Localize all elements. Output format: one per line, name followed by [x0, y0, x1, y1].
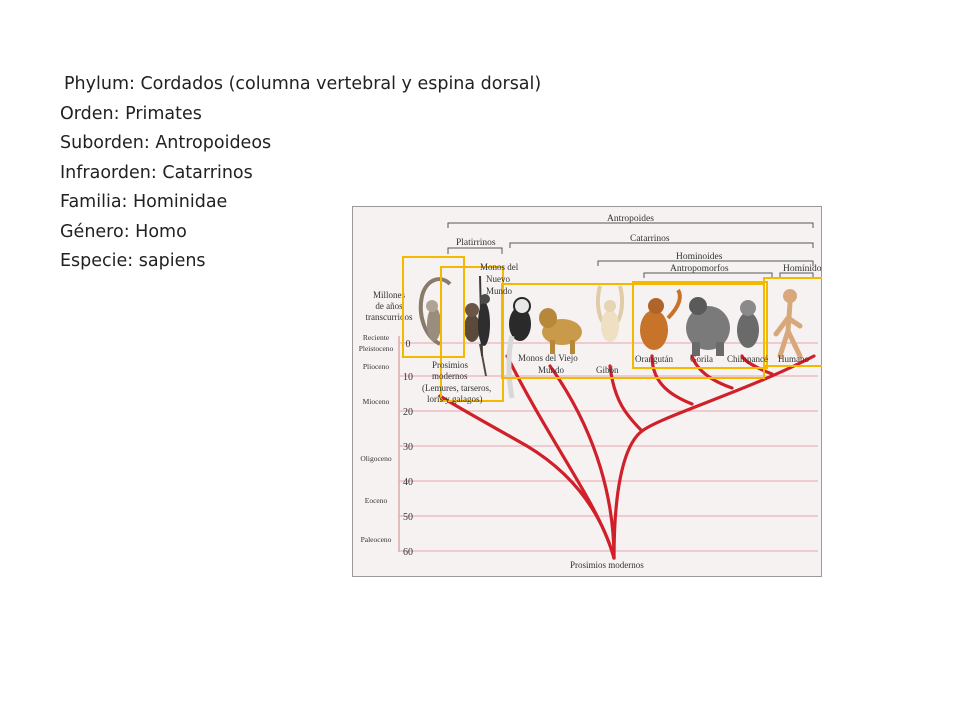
axis-title: Millones de años transcurridos — [366, 290, 413, 322]
time-gridlines — [399, 342, 818, 552]
axis-title-line-2: de años — [375, 301, 403, 311]
bracket-labels: Antropoides Platirrinos Catarrinos Homin… — [456, 214, 822, 274]
bracket-hominido — [779, 272, 814, 278]
axis-tick-10: 10 — [403, 372, 413, 383]
label-monos-nuevo-line-3: Mundo — [486, 286, 513, 296]
branch-chimpance — [740, 354, 774, 376]
highlight-box-1 — [402, 256, 465, 358]
phylogeny-branches — [438, 354, 816, 560]
epoch-oligoceno: Oligoceno — [360, 454, 391, 463]
highlight-boxes — [402, 256, 822, 402]
epoch-reciente: Reciente — [363, 333, 390, 342]
bracket-label-catarrinos: Catarrinos — [630, 234, 670, 244]
group-labels: Monos del Nuevo Mundo Prosimios modernos… — [422, 262, 809, 570]
human-icon — [773, 289, 803, 359]
bracket-antropomorfos — [643, 272, 773, 278]
label-monos-nuevo-line-2: Nuevo — [486, 274, 510, 284]
taxonomy-infraorder: Infraorden: Catarrinos — [60, 162, 253, 183]
label-monos-viejo-line-1: Monos del Viejo — [518, 353, 578, 363]
label-gorila: Gorila — [690, 354, 713, 364]
epoch-pleistoceno: Pleistoceno — [359, 344, 394, 353]
label-prosimios-line-4: loris y galagos) — [427, 394, 483, 404]
figure-panel — [352, 206, 822, 577]
bracket-catarrinos — [509, 242, 814, 248]
classification-brackets — [447, 222, 814, 278]
new-world-monkey-icon — [478, 275, 490, 357]
taxonomy-genus: Género: Homo — [60, 221, 187, 242]
axis-title-line-1: Millones — [373, 290, 405, 300]
branch-gibon — [608, 364, 644, 433]
label-humano: Humano — [778, 354, 809, 364]
branch-monos-nuevo-mundo — [505, 354, 616, 560]
orangutan-icon — [640, 288, 682, 350]
bracket-label-platirrinos: Platirrinos — [456, 238, 496, 248]
phylogeny-svg: 0 10 20 30 40 50 60 Millones de años tra… — [352, 206, 822, 577]
axis-tick-40: 40 — [403, 477, 413, 488]
branch-gorila — [690, 354, 734, 390]
taxonomy-list: Phylum: Cordados (columna vertebral y es… — [60, 70, 541, 277]
label-prosimios-line-1: Prosimios — [432, 360, 469, 370]
epoch-mioceno: Mioceno — [363, 397, 390, 406]
label-orangutan: Orangután — [635, 354, 673, 364]
epoch-labels: Reciente Pleistoceno Plioceno Mioceno Ol… — [359, 333, 394, 544]
highlight-box-5 — [763, 277, 822, 367]
axis-tick-30: 30 — [403, 442, 413, 453]
label-monos-viejo-line-2: Mundo — [538, 365, 565, 375]
bracket-label-antropomorfos: Antropomorfos — [670, 263, 729, 274]
label-gibon: Gibón — [596, 365, 619, 375]
bracket-label-hominoides: Hominoides — [676, 252, 723, 262]
label-prosimios-line-2: modernos — [432, 371, 468, 381]
bracket-label-antropoides: Antropoides — [607, 214, 654, 224]
axis-tick-50: 50 — [403, 512, 413, 523]
label-prosimios-line-3: (Lemures, tarseros, — [422, 383, 491, 393]
taxonomy-order: Orden: Primates — [60, 103, 202, 124]
gorilla-icon — [686, 297, 730, 356]
branch-orangutan — [650, 354, 694, 406]
taxonomy-family: Familia: Hominidae — [60, 192, 228, 212]
bracket-platirrinos — [447, 247, 503, 254]
bracket-antropoides — [447, 222, 814, 228]
axis-tick-20: 20 — [403, 407, 413, 418]
axis-tick-0: 0 — [406, 339, 411, 350]
taxonomy-suborder: Suborden: Antropoideos — [60, 133, 272, 153]
primate-phylogeny-figure: 0 10 20 30 40 50 60 Millones de años tra… — [352, 206, 822, 577]
taxonomy-phylum: Phylum: Cordados (columna vertebral y es… — [64, 74, 542, 94]
taxonomy-species: Especie: sapiens — [60, 251, 206, 271]
gibbon-icon — [595, 285, 625, 342]
bracket-hominoides — [597, 260, 814, 266]
epoch-paleoceno: Paleoceno — [361, 535, 392, 544]
baboon-icon — [539, 308, 582, 354]
bracket-label-hominido: Homínido — [783, 264, 822, 274]
label-chimpance: Chimpancé — [727, 354, 768, 364]
axis-tick-60: 60 — [403, 547, 413, 558]
axis-title-line-3: transcurridos — [366, 312, 413, 322]
epoch-plioceno: Plioceno — [363, 362, 389, 371]
chimpanzee-icon — [737, 300, 759, 348]
axis-tick-labels: 0 10 20 30 40 50 60 — [403, 339, 413, 558]
epoch-eoceno: Eoceno — [365, 496, 388, 505]
label-monos-nuevo-line-1: Monos del — [480, 262, 519, 272]
colobus-icon — [506, 297, 531, 399]
label-root-prosimios: Prosimios modernos — [570, 560, 644, 570]
highlight-box-4 — [632, 281, 768, 369]
